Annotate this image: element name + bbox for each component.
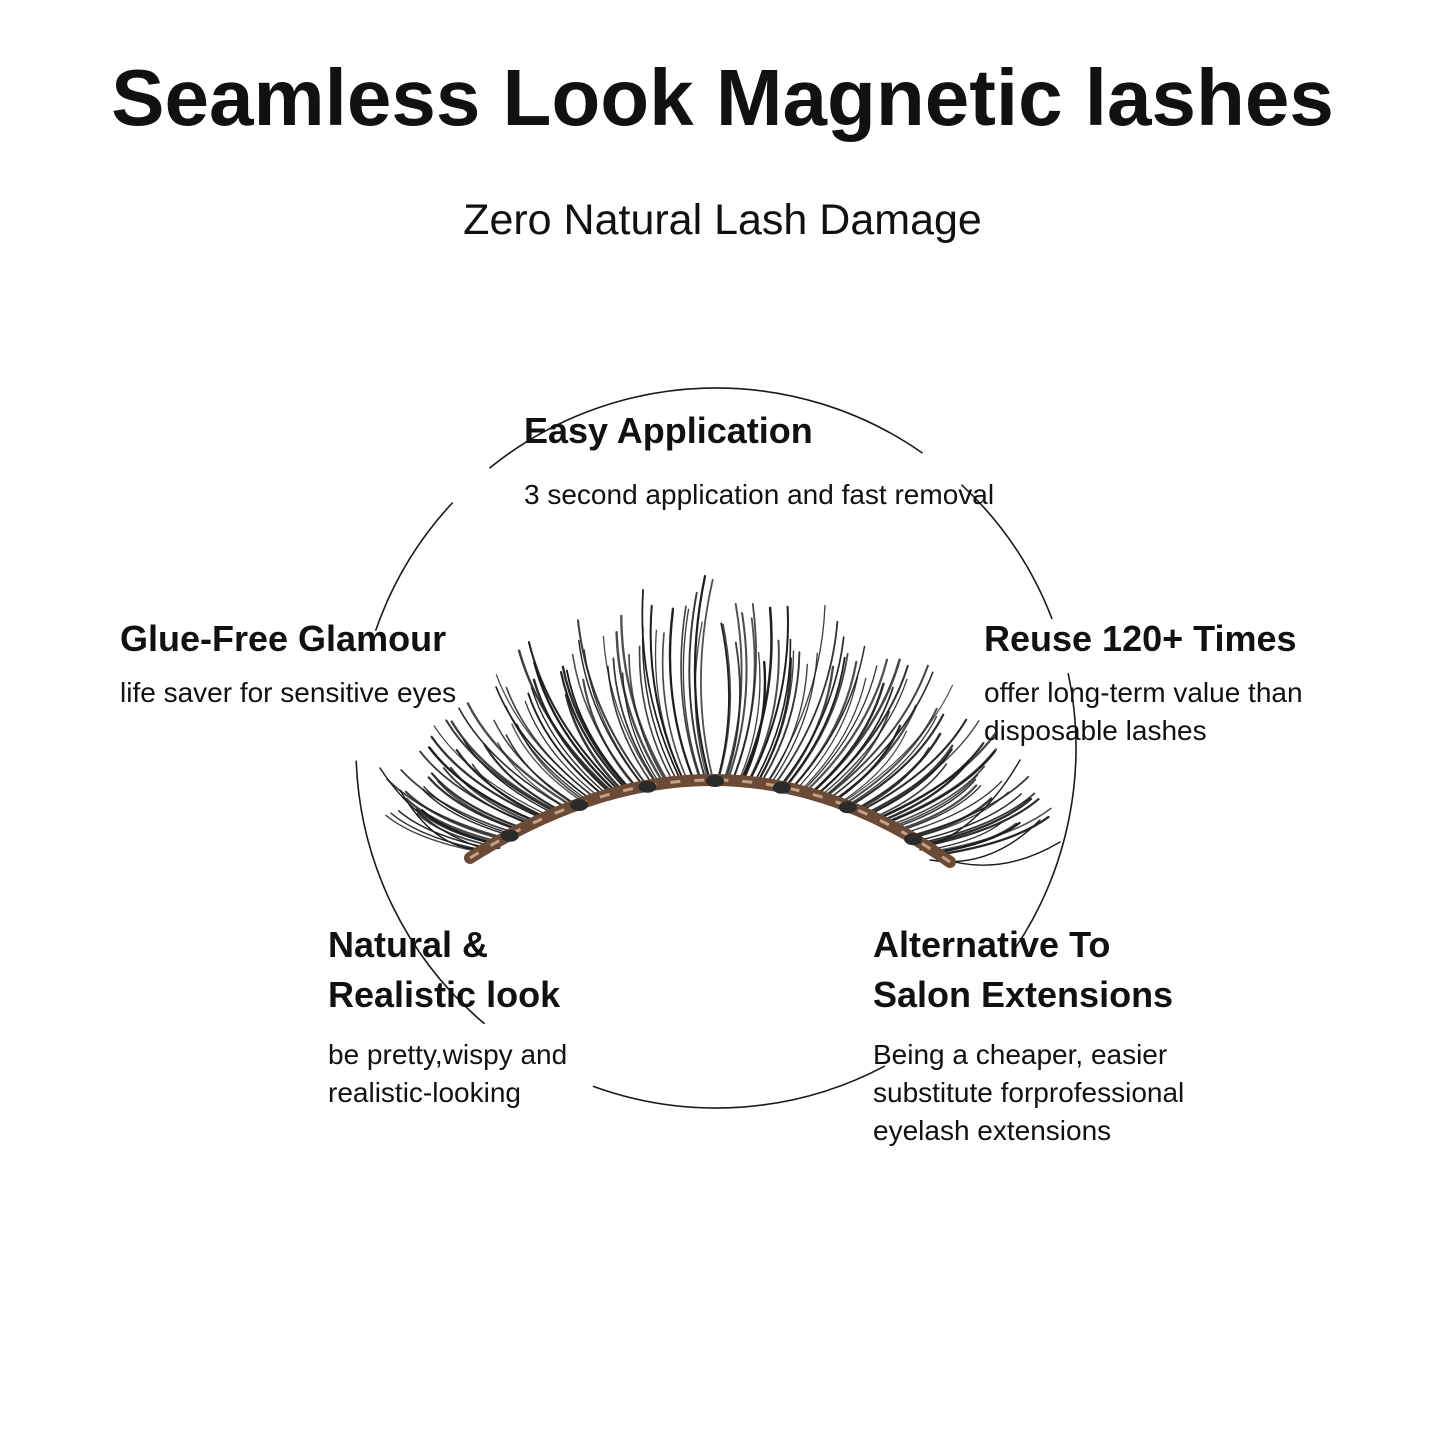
feature-description-line: eyelash extensions (873, 1115, 1112, 1146)
page-subtitle: Zero Natural Lash Damage (463, 196, 982, 244)
feature-heading: Reuse 120+ Times (984, 618, 1297, 659)
ring-arc (1013, 673, 1077, 950)
magnetic-eyelash-icon (379, 574, 1061, 868)
feature-easy-application: Easy Application 3 second application an… (524, 406, 994, 514)
magnet-dot (638, 780, 657, 793)
feature-description-line: offer long-term value than (984, 677, 1303, 708)
feature-description-line: 3 second application and fast removal (524, 479, 995, 510)
ring-arc (592, 1065, 886, 1109)
feature-heading: Glue-Free Glamour (120, 618, 447, 659)
feature-description: Being a cheaper, easier substitute forpr… (873, 1036, 1184, 1150)
feature-ring (355, 387, 1077, 1109)
feature-heading: Easy Application (524, 410, 813, 451)
feature-heading: Alternative To Salon Extensions (873, 920, 1184, 1020)
feature-natural-realistic-look: Natural & Realistic look be pretty,wispy… (328, 920, 567, 1112)
ring-arc (960, 484, 1053, 620)
ring-arc (355, 760, 486, 1025)
feature-description-line: be pretty,wispy and (328, 1039, 568, 1070)
feature-description-line: realistic-looking (328, 1077, 521, 1108)
page-title: Seamless Look Magnetic lashes (111, 53, 1334, 142)
feature-glue-free-glamour: Glue-Free Glamour life saver for sensiti… (120, 614, 456, 712)
feature-description-line: Being a cheaper, easier (873, 1039, 1168, 1070)
feature-description-line: life saver for sensitive eyes (120, 677, 457, 708)
feature-description-line: substitute forprofessional (873, 1077, 1185, 1108)
feature-description: offer long-term value than disposable la… (984, 674, 1303, 750)
feature-description: be pretty,wispy and realistic-looking (328, 1036, 567, 1112)
feature-heading-line: Realistic look (328, 974, 561, 1015)
magnet-dot (904, 833, 923, 846)
feature-alternative-to-salon: Alternative To Salon Extensions Being a … (873, 920, 1184, 1150)
feature-heading-line: Salon Extensions (873, 974, 1174, 1015)
feature-heading-line: Alternative To (873, 924, 1111, 965)
magnet-dot (570, 799, 588, 811)
magnet-dot (838, 801, 857, 814)
ring-arc (488, 387, 923, 469)
feature-description: 3 second application and fast removal (524, 476, 994, 514)
feature-description-line: disposable lashes (984, 715, 1207, 746)
magnet-dot (500, 829, 519, 842)
ring-arc (374, 501, 454, 632)
magnet-dot (772, 781, 791, 794)
magnet-dot (706, 775, 724, 787)
lash-strands (379, 574, 1061, 866)
feature-heading-line: Natural & (328, 924, 489, 965)
feature-reuse-120-times: Reuse 120+ Times offer long-term value t… (984, 614, 1303, 750)
feature-description: life saver for sensitive eyes (120, 674, 456, 712)
feature-heading: Natural & Realistic look (328, 920, 567, 1020)
